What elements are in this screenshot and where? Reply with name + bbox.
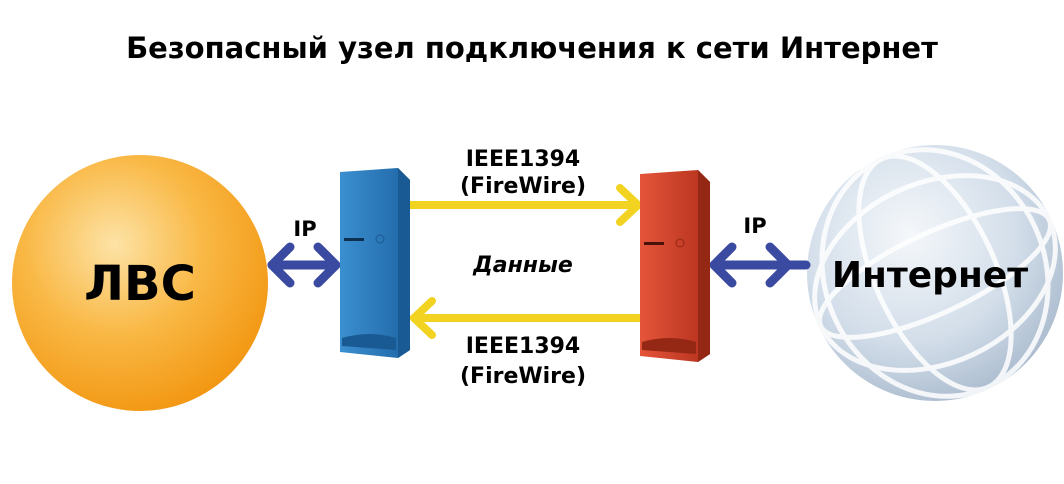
diagram-title: Безопасный узел подключения к сети Интер… — [126, 31, 938, 65]
firewire-arrow-top — [406, 184, 642, 226]
server-left-icon — [340, 168, 410, 358]
internet-node: Интернет — [807, 145, 1063, 401]
top-link-line1: IEEE1394 — [466, 147, 581, 172]
lan-node: ЛВС — [12, 155, 268, 411]
bottom-link-line1: IEEE1394 — [466, 334, 581, 359]
data-label: Данные — [472, 253, 573, 278]
server-right-icon — [640, 170, 710, 362]
lan-circle — [12, 155, 268, 411]
left-ip-label: IP — [293, 217, 316, 241]
right-ip-arrow — [709, 242, 811, 288]
top-link-line2: (FireWire) — [460, 174, 586, 199]
right-ip-label: IP — [743, 214, 766, 238]
left-ip-arrow — [267, 242, 341, 288]
bottom-link-line2: (FireWire) — [460, 364, 586, 389]
lan-label: ЛВС — [84, 256, 196, 312]
internet-label: Интернет — [832, 255, 1028, 296]
firewire-arrow-bottom — [410, 297, 646, 339]
